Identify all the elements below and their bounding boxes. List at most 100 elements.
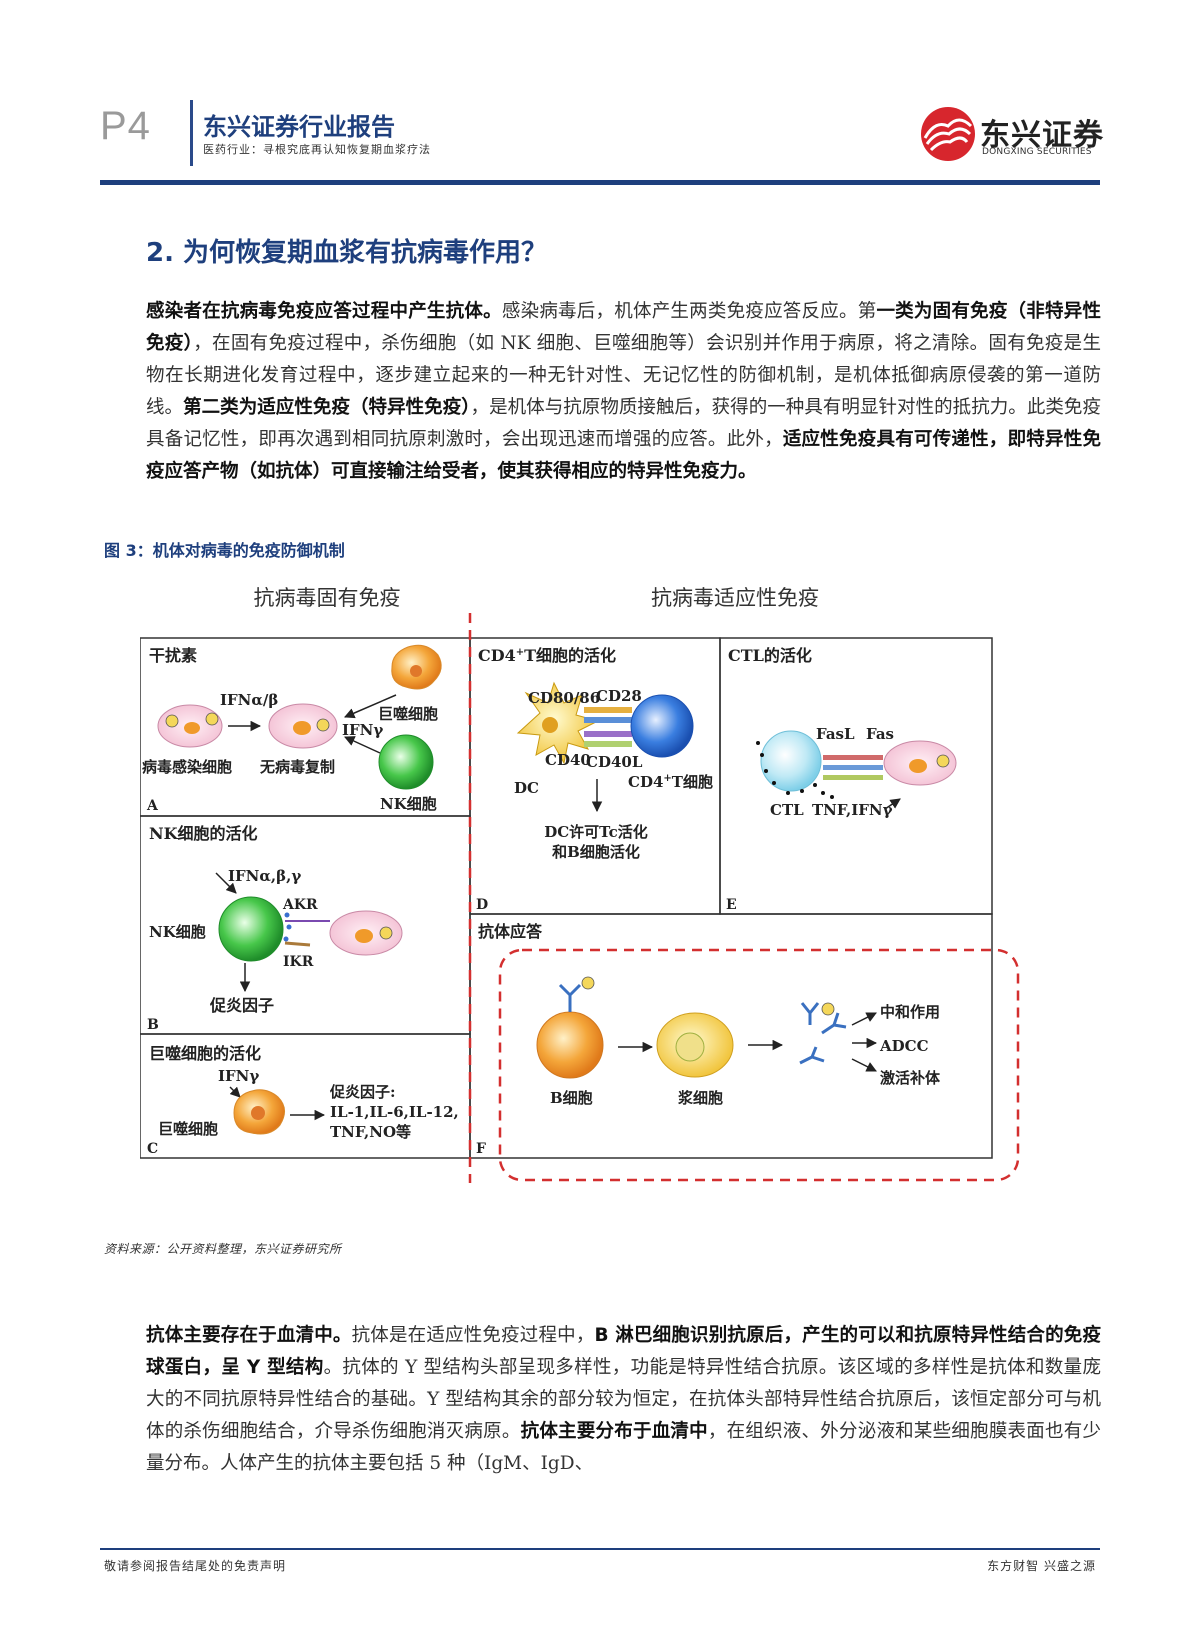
- ifn-g-label: IFNγ: [342, 721, 383, 739]
- panel-f-title: 抗体应答: [478, 922, 543, 941]
- footer-disclaimer: 敬请参阅报告结尾处的免责声明: [104, 1559, 287, 1573]
- figure-caption: 图 3：机体对病毒的免疫防御机制: [104, 541, 345, 560]
- dc-result-line-1: DC许可Tc活化: [544, 823, 648, 841]
- effect-adcc: ADCC: [879, 1037, 929, 1055]
- cd8086-label: CD80/86: [528, 689, 600, 707]
- ifn-label: IFNα,β,γ: [228, 867, 301, 885]
- body-text: ，在组织液、外分泌液和某些细胞膜表面也有少量分布。人体产生的抗体主要包括 5 种…: [146, 1421, 1101, 1474]
- cd40l-label: CD40L: [586, 753, 643, 771]
- paragraph-immune-response: 感染者在抗病毒免疫应答过程中产生抗体。感染病毒后，机体产生两类免疫应答反应。第一…: [146, 296, 1101, 488]
- nucleus-icon: [355, 929, 373, 943]
- panel-f-border: [469, 913, 993, 1159]
- ifn-g-label: IFNγ: [218, 1067, 259, 1085]
- arrow-icon: [884, 798, 901, 810]
- receptor-dot-icon: [283, 936, 289, 942]
- innate-heading: 抗病毒固有免疫: [254, 586, 401, 610]
- output-line-3: TNF,NO等: [330, 1123, 411, 1141]
- infected-cell-label: 病毒感染细胞: [142, 758, 232, 776]
- report-subtitle: 医药行业：寻根究底再认知恢复期血浆疗法: [203, 143, 431, 156]
- ifn-ab-label: IFNα/β: [220, 691, 278, 709]
- adaptive-heading: 抗病毒适应性免疫: [651, 586, 819, 610]
- bold-text: 第二类为适应性免疫（特异性免疫）: [183, 397, 471, 418]
- nk-cell-label: NK细胞: [380, 795, 437, 813]
- header-divider: [190, 100, 193, 166]
- body-text: 感染病毒后，机体产生两类免疫应答反应。第: [501, 301, 877, 322]
- tnf-label: TNF,IFNγ: [812, 801, 893, 819]
- receptor-dot-icon: [284, 912, 290, 918]
- arrow-icon: [344, 736, 381, 754]
- output-line-1: 促炎因子:: [329, 1083, 396, 1101]
- panel-c-title: 巨噬细胞的活化: [149, 1044, 261, 1063]
- fasl-receptor-icon: [823, 755, 883, 760]
- panel-a-letter: A: [146, 798, 159, 814]
- nk-cell-icon: [218, 896, 284, 962]
- virus-icon: [581, 976, 595, 990]
- panel-d-title: CD4+T细胞的活化: [478, 646, 616, 665]
- virus-icon: [936, 754, 950, 768]
- dendritic-cell-icon: [516, 681, 600, 765]
- plasma-cell-label: 浆细胞: [678, 1089, 723, 1107]
- bold-text: B 淋巴细胞识别抗原后，产生的可以和抗原特异性结合的免疫球蛋白，呈 Y 型结构: [146, 1325, 1101, 1378]
- receptor-icon: [823, 775, 883, 780]
- ikr-receptor-icon: [284, 941, 311, 947]
- report-title: 东兴证券行业报告: [203, 113, 395, 141]
- output-line-2: IL-1,IL-6,IL-12,: [330, 1103, 459, 1121]
- panel-e-title: CTL的活化: [728, 646, 812, 665]
- figure-source: 资料来源：公开资料整理，东兴证券研究所: [104, 1242, 342, 1256]
- nk-cell-icon: [378, 734, 434, 790]
- cd40-receptor-icon: [584, 731, 632, 737]
- logo-english: DONGXING SECURITIES: [982, 147, 1092, 157]
- bcr-antibody-icon: [558, 983, 582, 1012]
- body-text: 。抗体的 Y 型结构头部呈现多样性，功能是特异性结合抗原。该区域的多样性是抗体和…: [146, 1357, 1101, 1442]
- nucleus-icon: [675, 1032, 705, 1062]
- panel-e-letter: E: [726, 897, 737, 913]
- virus-icon: [165, 714, 179, 728]
- ctl-cell-icon: [760, 730, 822, 792]
- panel-f-letter: F: [476, 1141, 486, 1157]
- nucleus-icon: [293, 721, 311, 735]
- footer-slogan: 东方财智 兴盛之源: [987, 1559, 1096, 1573]
- cytokines-label: 促炎因子: [209, 996, 274, 1015]
- no-replication-label: 无病毒复制: [259, 758, 335, 776]
- antibody-highlight-box: [498, 948, 1020, 1182]
- panel-b-title: NK细胞的活化: [149, 824, 258, 843]
- ctl-label: CTL: [770, 801, 804, 819]
- virus-icon: [821, 1002, 835, 1016]
- panel-a-title: 干扰素: [149, 646, 197, 665]
- arrow-icon: [851, 1058, 877, 1072]
- cd80-receptor-icon: [584, 707, 632, 713]
- macrophage-label: 巨噬细胞: [378, 705, 438, 723]
- bold-text: 抗体主要分布于血清中: [520, 1421, 708, 1442]
- footer-rule: [100, 1548, 1100, 1550]
- antibody-icon: [799, 1002, 847, 1065]
- body-text: ，是机体与抗原物质接触后，获得的一种具有明显针对性的抵抗力。此类免疫具备记忆性，…: [146, 397, 1101, 450]
- page-number: P4: [100, 104, 151, 148]
- cd28-receptor-icon: [584, 717, 632, 723]
- nucleus-icon: [184, 722, 200, 734]
- receptor-dot-icon: [286, 924, 292, 930]
- cd28-label: CD28: [596, 687, 642, 705]
- nucleus-icon: [410, 665, 422, 677]
- arrow-icon: [229, 1086, 241, 1098]
- cd40l-receptor-icon: [584, 741, 632, 747]
- bold-text: 一类为固有免疫（非特异性免疫）: [146, 301, 1101, 354]
- nucleus-icon: [542, 717, 558, 733]
- effect-neutralization: 中和作用: [880, 1003, 940, 1021]
- dongxing-logo-icon: [921, 107, 975, 161]
- macrophage-label: 巨噬细胞: [158, 1120, 218, 1138]
- arrow-icon: [851, 1012, 877, 1026]
- panel-d-letter: D: [476, 897, 488, 913]
- paragraph-antibody: 抗体主要存在于血清中。抗体是在适应性免疫过程中，B 淋巴细胞识别抗原后，产生的可…: [146, 1320, 1101, 1480]
- effect-complement: 激活补体: [880, 1069, 941, 1087]
- panel-b-letter: B: [147, 1017, 159, 1033]
- b-cell-icon: [536, 1011, 604, 1079]
- dc-label: DC: [514, 779, 539, 797]
- granule-dots-icon: [756, 741, 834, 799]
- dc-result-line-2: 和B细胞活化: [552, 843, 640, 861]
- fas-label: Fas: [866, 725, 894, 743]
- body-text: 抗体是在适应性免疫过程中，: [351, 1325, 595, 1346]
- virus-icon: [316, 718, 330, 732]
- nucleus-icon: [909, 759, 927, 773]
- nucleus-icon: [251, 1106, 265, 1120]
- bold-text: 适应性免疫具有可传递性，即特异性免疫应答产物（如抗体）可直接输注给受者，使其获得…: [146, 429, 1101, 482]
